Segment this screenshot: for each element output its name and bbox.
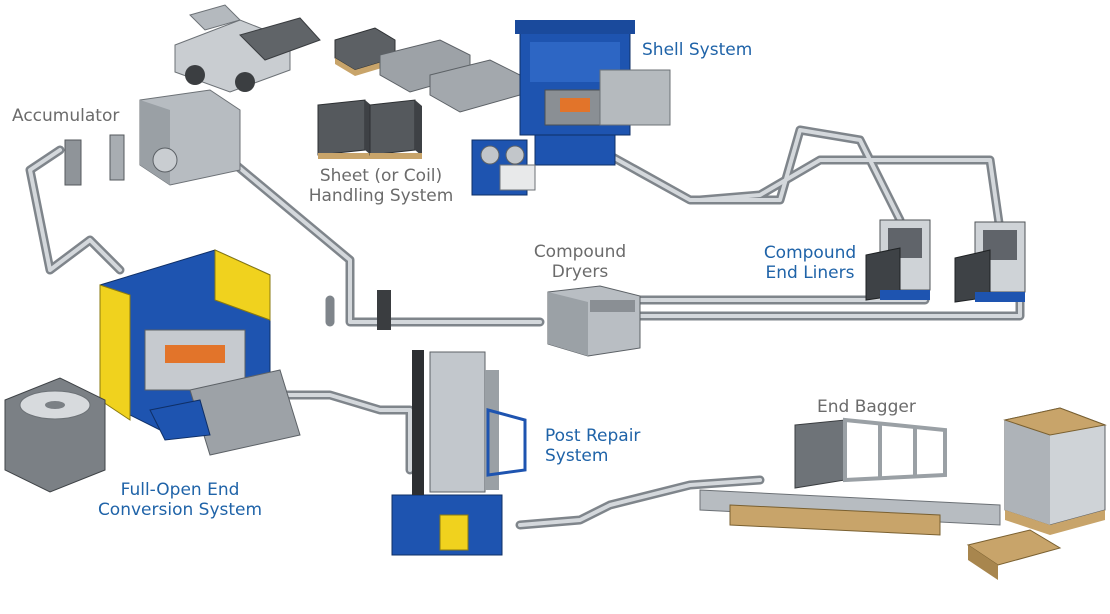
post-repair-label: Post Repair System	[545, 426, 640, 466]
finished-pallet	[1003, 407, 1107, 535]
compound-dryers	[377, 285, 641, 357]
compound-end-liners-label: Compound End Liners	[750, 243, 870, 283]
shell-system-label: Shell System	[642, 40, 753, 60]
compound-dryers-line-2: Dryers	[551, 262, 609, 282]
accumulator	[64, 89, 241, 186]
full-open-end-press	[99, 249, 301, 456]
forklift	[174, 4, 321, 93]
sheet-handling-stacks	[317, 99, 422, 159]
empty-pallet	[966, 529, 1062, 580]
accumulator-label: Accumulator	[12, 106, 120, 126]
post-repair-system	[391, 350, 527, 556]
end-bagger	[699, 417, 1001, 536]
sheet-handling-line-1: Sheet (or Coil)	[319, 166, 443, 186]
full-open-end-label: Full-Open End Conversion System	[82, 480, 278, 520]
compound-end-liners	[865, 219, 1026, 303]
conveyor-network	[25, 125, 1025, 530]
sheet-handling-line-2: Handling System	[308, 186, 454, 206]
post-repair-line-1: Post Repair	[545, 426, 641, 446]
compound-end-liners-line-2: End Liners	[765, 263, 855, 283]
post-repair-line-2: System	[545, 446, 609, 466]
compound-end-liners-line-1: Compound	[763, 243, 857, 263]
compound-dryers-line-1: Compound	[533, 242, 627, 262]
sheet-stacks-top	[334, 27, 521, 113]
compound-dryers-label: Compound Dryers	[520, 242, 640, 282]
full-open-end-line-2: Conversion System	[97, 500, 263, 520]
shell-system-press	[471, 20, 671, 196]
full-open-end-line-1: Full-Open End	[120, 480, 240, 500]
coil-bin	[4, 377, 106, 493]
sheet-handling-label: Sheet (or Coil) Handling System	[297, 166, 465, 206]
end-bagger-label: End Bagger	[817, 397, 916, 417]
